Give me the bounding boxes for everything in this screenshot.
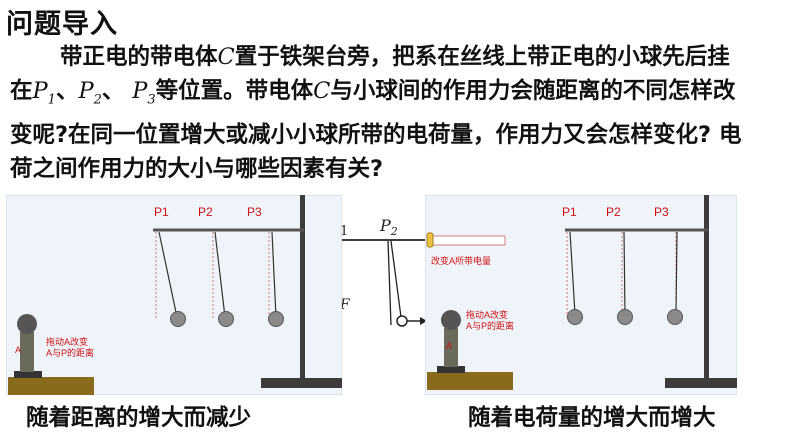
charge-note: 改变A所带电量 bbox=[431, 255, 491, 266]
left-insulating-rod[interactable] bbox=[20, 332, 34, 372]
right-ball-2 bbox=[617, 309, 633, 325]
charge-slider-track[interactable] bbox=[430, 235, 506, 246]
right-insulating-rod[interactable] bbox=[444, 328, 458, 367]
para-line-2: 在P1、P2、 P3等位置。带电体C与小球间的作用力会随距离的不同怎样改 bbox=[10, 78, 736, 108]
right-charged-sphere-a[interactable] bbox=[441, 310, 461, 330]
right-label-p1: P1 bbox=[562, 205, 577, 219]
left-drag-note-2: A与P的距离 bbox=[46, 347, 94, 358]
right-ball-1 bbox=[567, 309, 583, 325]
svg-text:A: A bbox=[446, 341, 452, 351]
right-label-p2: P2 bbox=[606, 205, 621, 219]
left-stand-base bbox=[261, 378, 342, 388]
right-stand-base bbox=[665, 378, 737, 388]
left-charged-sphere-a[interactable] bbox=[17, 314, 37, 334]
left-drag-note-1: 拖动A改变 bbox=[46, 336, 88, 347]
left-label-p1: P1 bbox=[154, 205, 169, 219]
left-ball-3 bbox=[268, 311, 284, 327]
left-label-p2: P2 bbox=[198, 205, 213, 219]
left-caption: 随着距离的增大而减少 bbox=[26, 405, 252, 431]
svg-text:A: A bbox=[15, 345, 21, 355]
right-caption: 随着电荷量的增大而增大 bbox=[468, 405, 716, 431]
page-title: 问题导入 bbox=[6, 9, 118, 40]
right-drag-note-1: 拖动A改变 bbox=[466, 309, 508, 320]
right-wood-block bbox=[427, 372, 513, 390]
para-line-3: 变呢?在同一位置增大或减小小球所带的电荷量，作用力又会怎样变化? 电 bbox=[10, 121, 742, 148]
left-ball-2 bbox=[218, 311, 234, 327]
para-line-4: 荷之间作用力的大小与哪些因素有关? bbox=[10, 155, 384, 182]
charge-slider-handle[interactable] bbox=[426, 232, 434, 248]
right-ball-3 bbox=[667, 309, 683, 325]
middle-p2-label: P2 bbox=[379, 216, 398, 238]
intro-paragraph: 带正电的带电体C置于铁架台旁，把系在丝线上带正电的小球先后挂 在P1、P2、 P… bbox=[10, 40, 788, 186]
middle-l-label: 1 bbox=[340, 224, 348, 239]
right-label-p3: P3 bbox=[654, 205, 669, 219]
right-stand-pole bbox=[704, 195, 709, 381]
left-wood-block bbox=[8, 377, 94, 395]
right-experiment-panel: P1 P2 P3 改变A所带电量 A 拖动A改变 A与P的距离 bbox=[425, 195, 737, 395]
middle-f-label: F bbox=[339, 297, 351, 313]
left-stand-pole bbox=[300, 195, 305, 381]
left-ball-1 bbox=[170, 311, 186, 327]
left-experiment-panel: P1 P2 P3 A 拖动A改变 A与P的距离 bbox=[6, 195, 342, 395]
middle-ball bbox=[396, 315, 408, 327]
left-label-p3: P3 bbox=[247, 205, 262, 219]
para-line-1: 带正电的带电体C置于铁架台旁，把系在丝线上带正电的小球先后挂 bbox=[60, 44, 730, 70]
right-drag-note-2: A与P的距离 bbox=[466, 320, 514, 331]
